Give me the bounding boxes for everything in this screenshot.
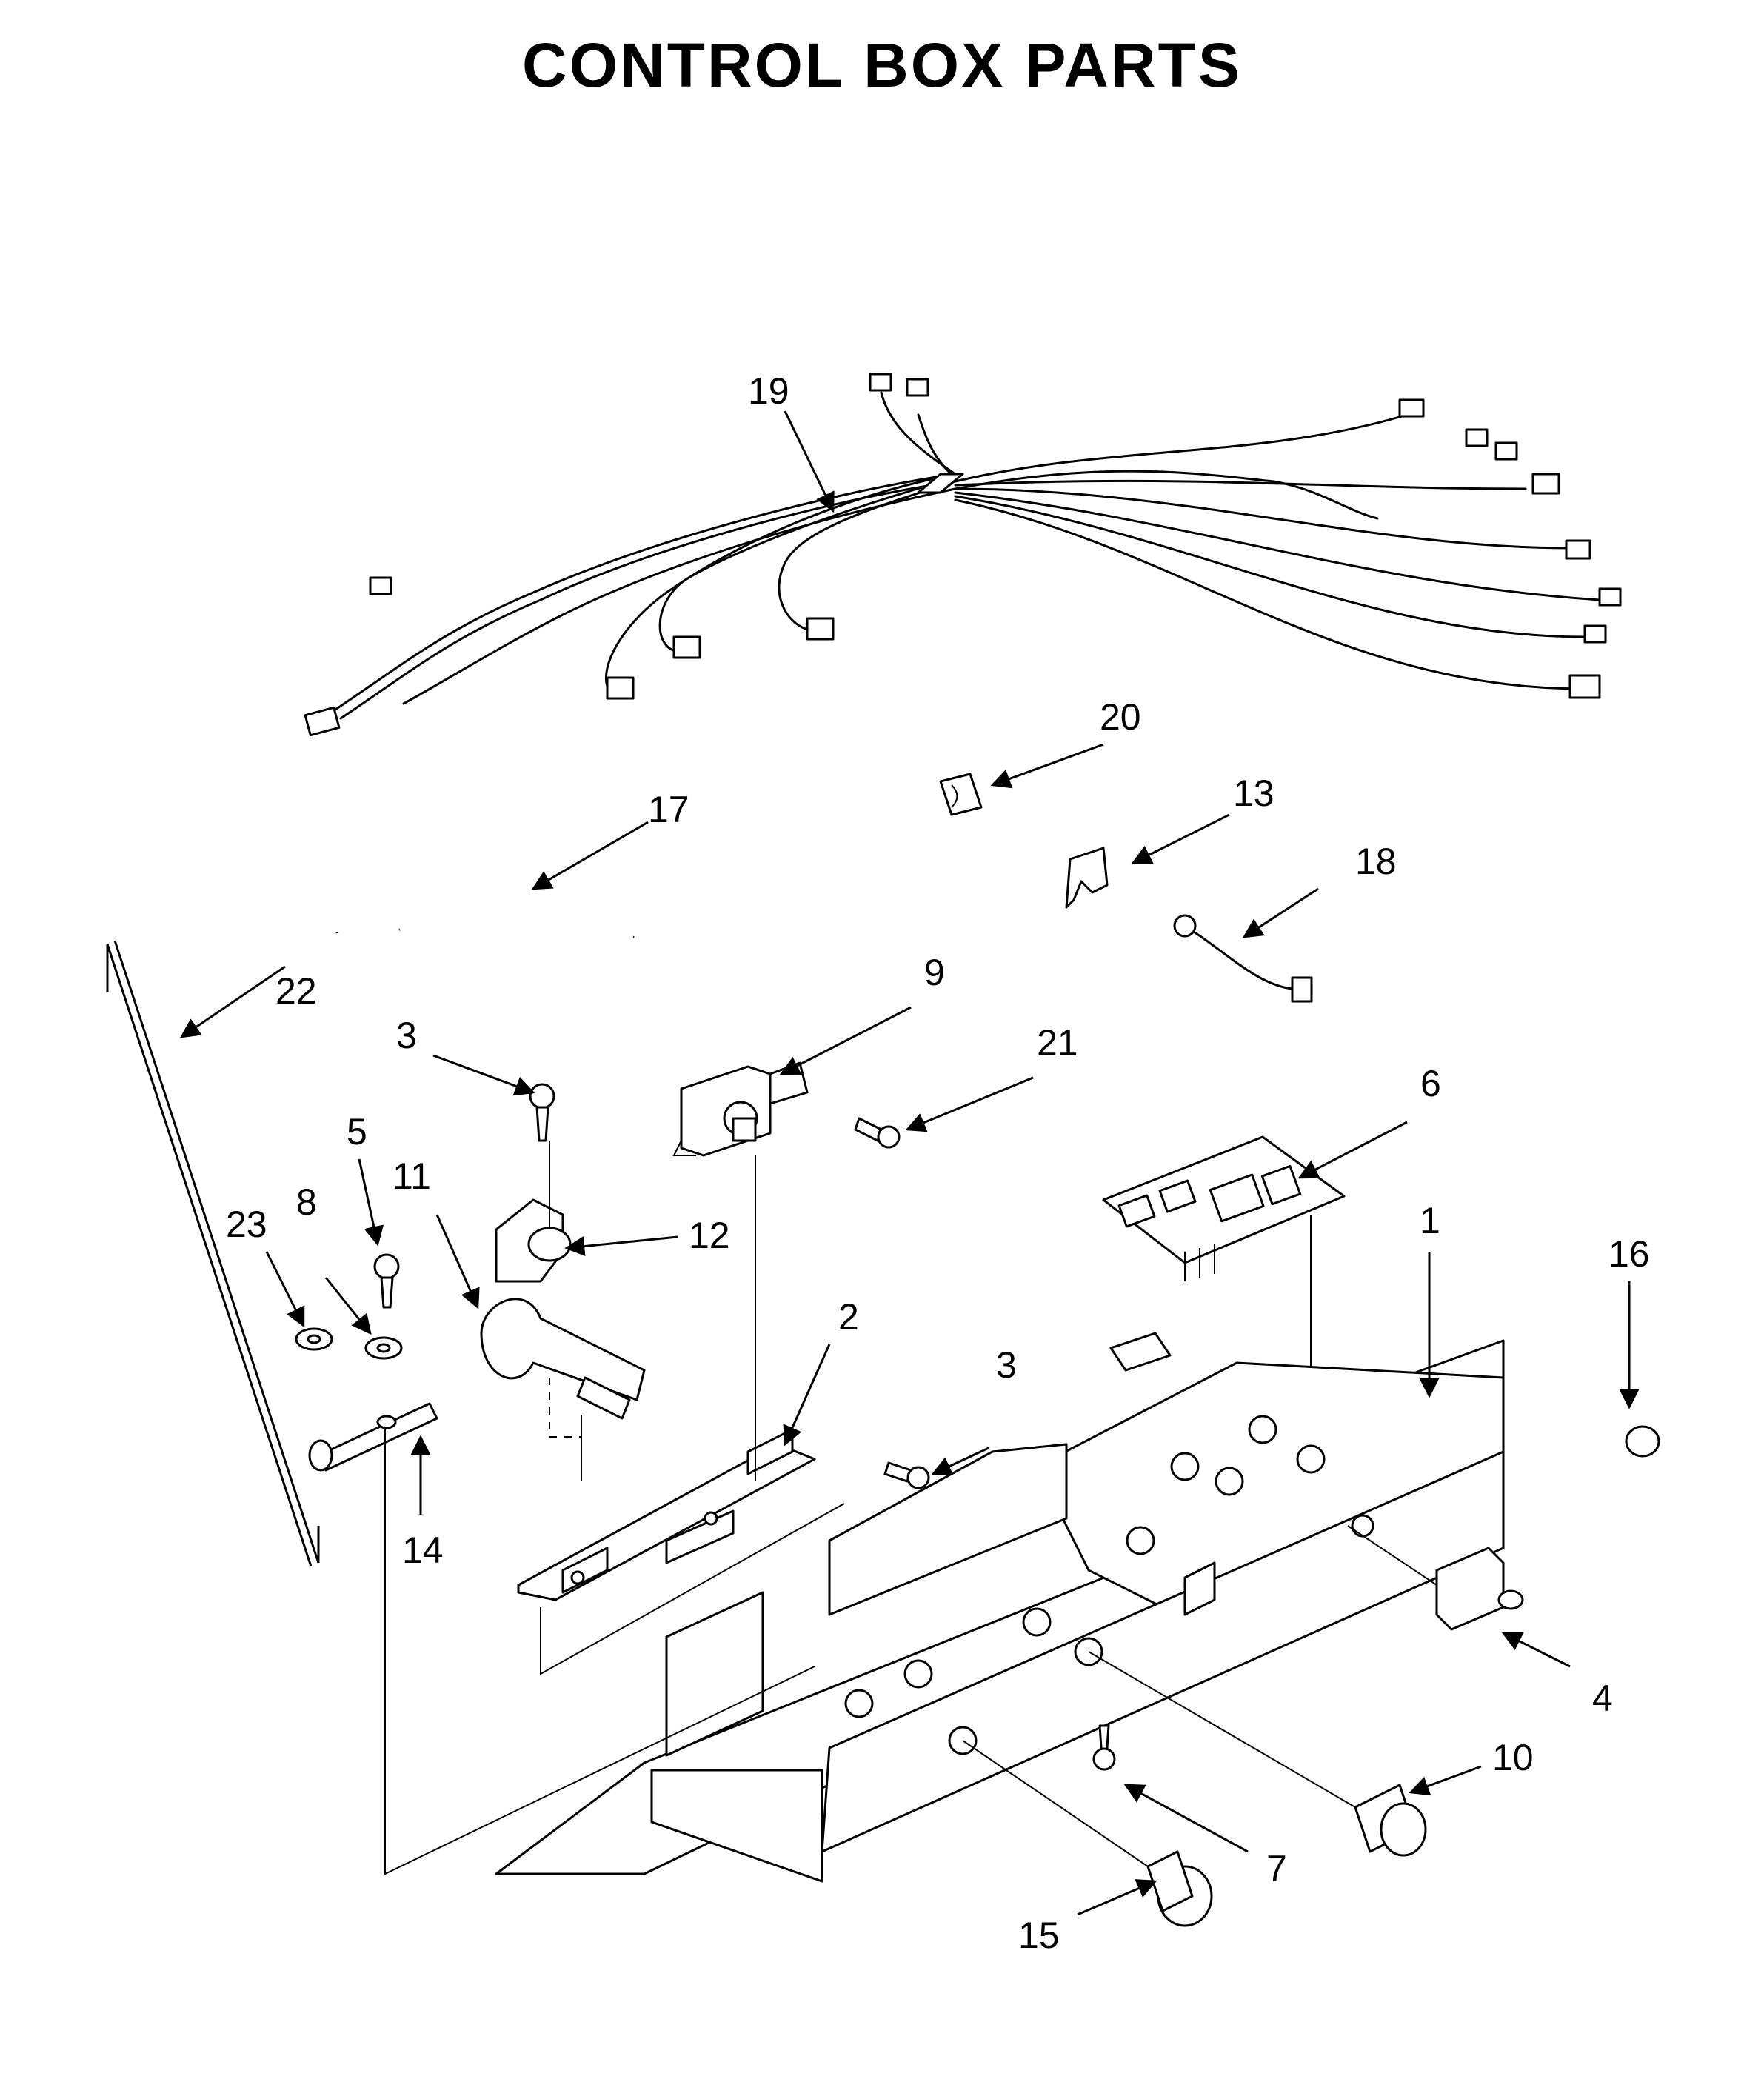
callout-14: 14 <box>402 1529 444 1571</box>
callout-3-lower: 3 <box>996 1344 1017 1386</box>
part-17-tube <box>335 912 712 1127</box>
callout-16: 16 <box>1608 1233 1650 1275</box>
callout-8: 8 <box>296 1181 317 1223</box>
callout-19: 19 <box>748 370 789 412</box>
part-6-control-board <box>1102 1135 1346 1452</box>
callout-11: 11 <box>392 1155 431 1197</box>
part-18-thermistor <box>1173 914 1313 1003</box>
callout-2: 2 <box>838 1296 859 1338</box>
callout-1: 1 <box>1420 1200 1440 1241</box>
callout-22: 22 <box>275 970 317 1012</box>
wire-harness-19 <box>304 373 1622 737</box>
callout-13: 13 <box>1233 773 1274 814</box>
part-1-housing <box>495 1332 1505 1883</box>
callout-10: 10 <box>1492 1737 1534 1778</box>
assembly-lines <box>384 1155 815 1875</box>
part-16-plug <box>1625 1425 1660 1458</box>
callout-3-upper: 3 <box>396 1015 417 1056</box>
part-2-bracket <box>517 1428 845 1675</box>
callout-17: 17 <box>648 789 689 830</box>
part-12-clamp <box>495 1141 572 1283</box>
washer-23 <box>295 1327 333 1351</box>
part-4-switch <box>1347 1525 1524 1631</box>
screw-3-lower <box>883 1461 930 1489</box>
callout-12: 12 <box>689 1215 730 1256</box>
callout-6: 6 <box>1420 1063 1441 1104</box>
callout-20: 20 <box>1100 696 1141 738</box>
callout-7: 7 <box>1266 1848 1287 1889</box>
part-11-knob <box>480 1298 646 1420</box>
screw-5 <box>373 1253 400 1309</box>
callout-5: 5 <box>347 1111 367 1152</box>
part-13-bracket <box>1065 847 1109 909</box>
callout-9: 9 <box>924 952 945 993</box>
part-20-clip <box>939 773 983 816</box>
washer-8 <box>364 1336 403 1360</box>
screw-7 <box>1092 1724 1116 1771</box>
screw-21 <box>854 1117 901 1149</box>
part-9-switch <box>672 1061 809 1157</box>
part-14-lever <box>308 1402 438 1472</box>
callout-18: 18 <box>1355 841 1397 882</box>
callout-23: 23 <box>226 1204 267 1245</box>
screw-3-upper <box>529 1083 555 1142</box>
callout-21: 21 <box>1037 1022 1078 1064</box>
diagram-title: CONTROL BOX PARTS <box>522 30 1242 100</box>
callout-labels: 19 20 13 18 17 22 9 21 3 6 5 11 12 23 8 … <box>226 370 1650 1956</box>
callout-15: 15 <box>1018 1915 1060 1956</box>
callout-leaders <box>179 410 1640 1916</box>
part-15-button <box>962 1740 1213 1927</box>
callout-4: 4 <box>1592 1678 1613 1719</box>
part-22-rod <box>106 940 320 1567</box>
part-10-button <box>1088 1651 1427 1857</box>
